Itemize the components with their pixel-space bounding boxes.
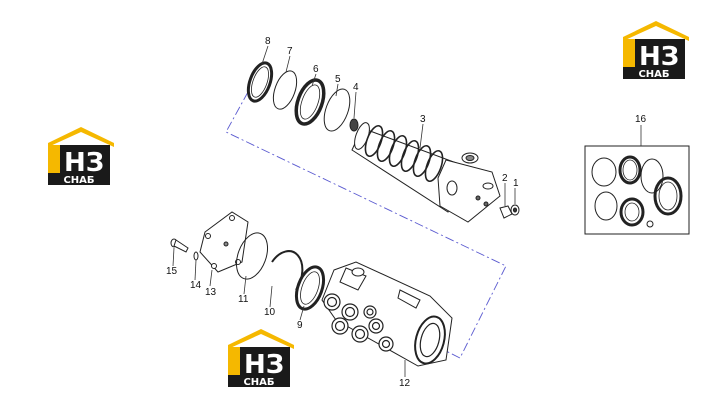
part-1-screw — [510, 204, 520, 216]
callout-6: 6 — [313, 64, 319, 75]
part-2-plug — [499, 205, 513, 219]
callout-11: 11 — [238, 294, 249, 305]
callout-8: 8 — [265, 36, 271, 47]
callout-1: 1 — [513, 178, 519, 189]
callout-10: 10 — [264, 307, 276, 318]
callout-13: 13 — [205, 287, 217, 298]
callout-7: 7 — [287, 46, 293, 57]
leader-lines — [172, 45, 642, 377]
logo-sub-text: СНАБ — [243, 377, 274, 388]
logo-watermark: НЗ СНАБ — [228, 329, 294, 388]
callout-labels: 1 2 3 4 5 6 7 8 9 10 11 12 13 14 15 16 — [166, 36, 647, 389]
callout-5: 5 — [335, 74, 341, 85]
part-9-seal — [294, 265, 326, 311]
logo-watermark: НЗ СНАБ — [623, 21, 689, 80]
callout-2: 2 — [502, 173, 508, 184]
logo-sub-text: СНАБ — [63, 175, 94, 186]
callout-15: 15 — [166, 266, 178, 277]
callout-14: 14 — [190, 280, 202, 291]
part-7-backup-ring — [272, 70, 298, 110]
part-14-washer — [193, 251, 199, 261]
part-11-backup-ring — [235, 232, 269, 280]
callout-3: 3 — [420, 114, 426, 125]
callout-9: 9 — [297, 320, 303, 331]
callout-4: 4 — [353, 82, 359, 93]
part-12-housing — [321, 261, 453, 367]
part-8-snap-ring — [246, 61, 274, 103]
part-15-bolt — [170, 238, 189, 253]
assembly-axis-lines — [225, 91, 507, 359]
part-5-backup-ring — [323, 88, 351, 132]
part-3-spool — [351, 122, 501, 223]
kit-box-16 — [584, 145, 690, 235]
part-4-o-ring — [349, 118, 359, 132]
callout-16: 16 — [635, 114, 647, 125]
logo-sub-text: СНАБ — [638, 69, 669, 80]
callout-12: 12 — [399, 378, 411, 389]
logo-watermark: НЗ СНАБ — [48, 127, 114, 186]
part-6-seal — [294, 78, 326, 126]
part-13-cover — [199, 211, 249, 273]
